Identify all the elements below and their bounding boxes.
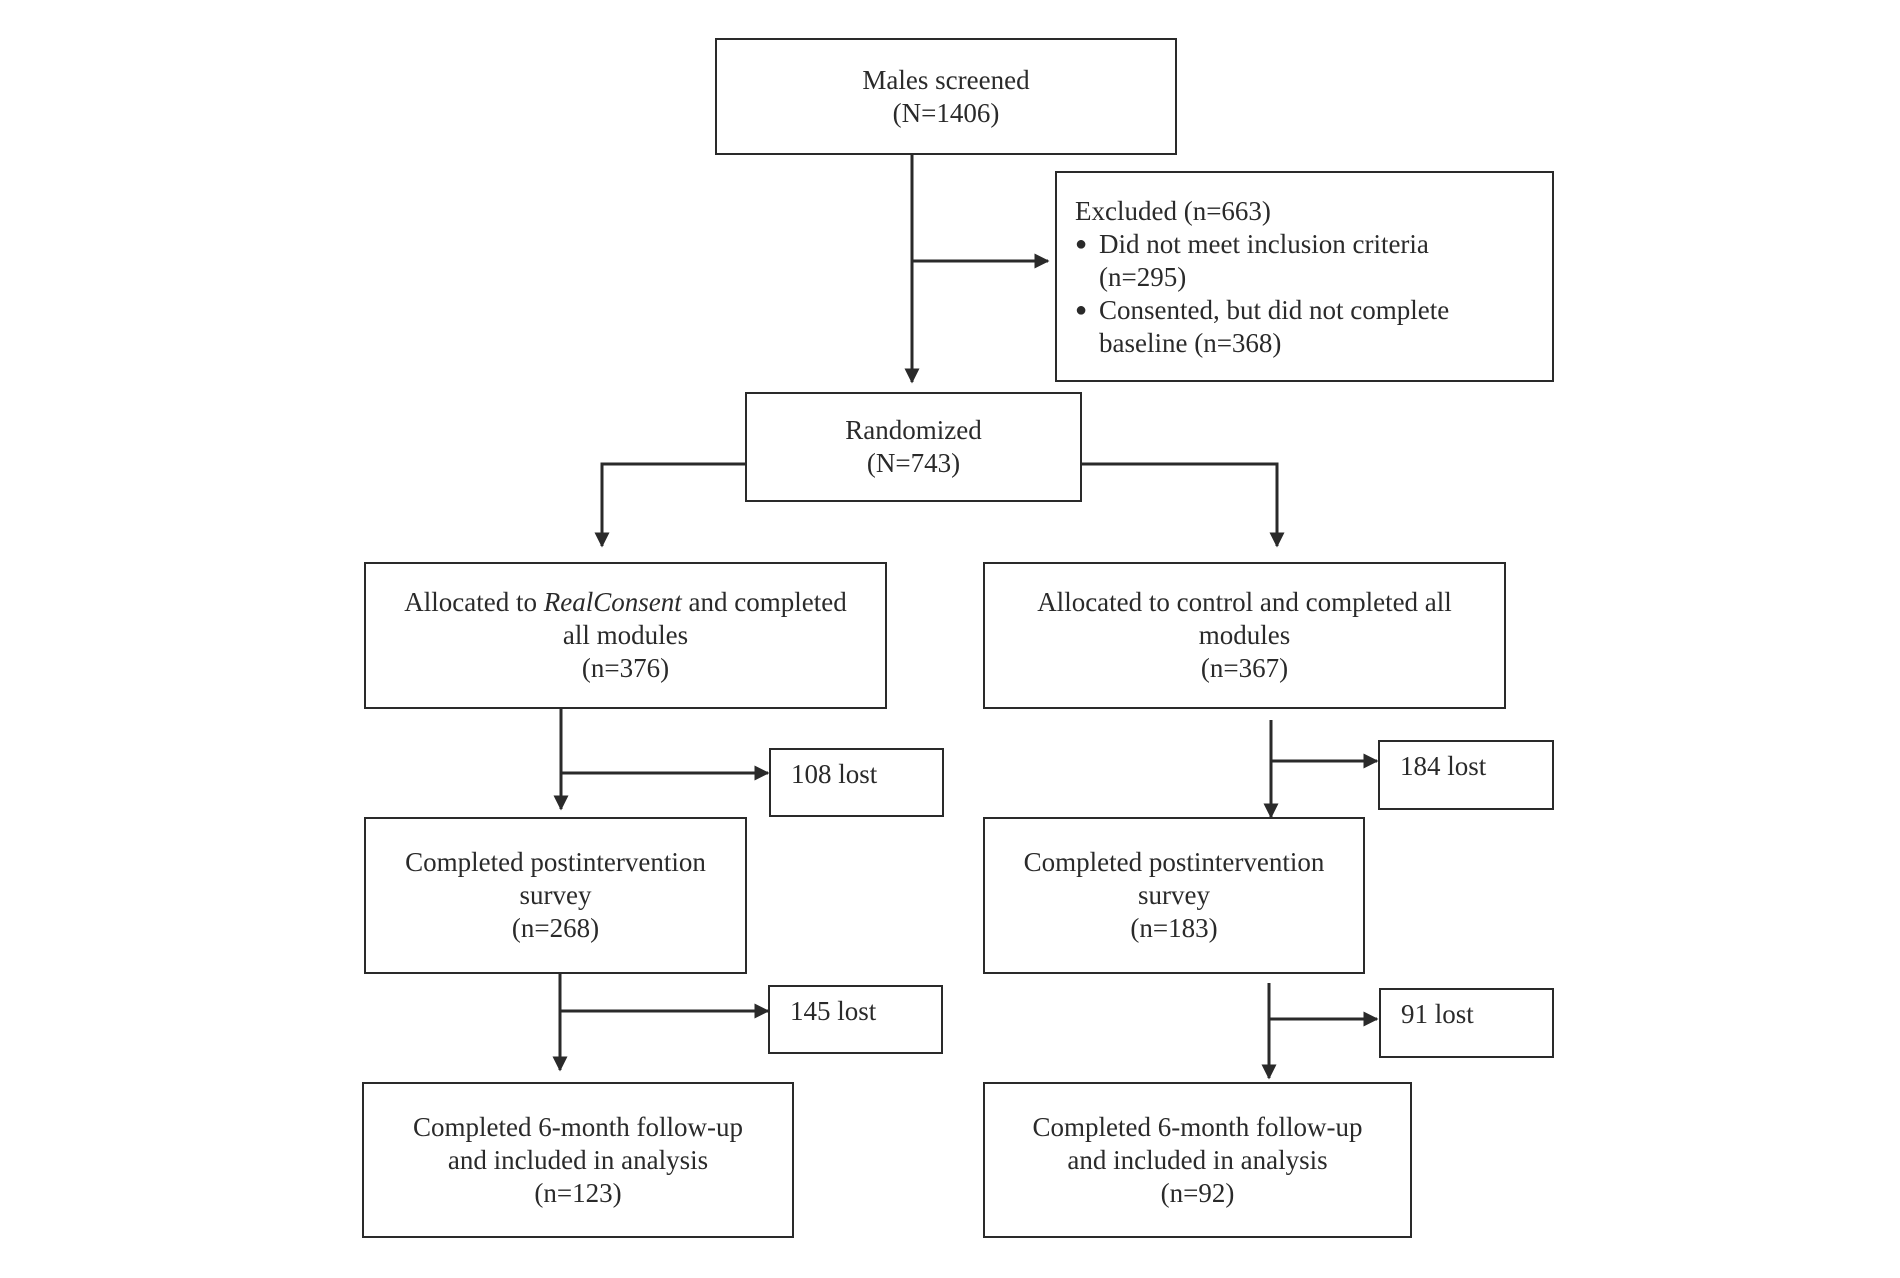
- screened-count: (N=1406): [892, 97, 1000, 128]
- bullet-icon: ●: [1075, 233, 1088, 255]
- intervention-followup-count: (n=123): [534, 1177, 622, 1208]
- excluded-box: Excluded (n=663) ● Did not meet inclusio…: [1055, 171, 1554, 382]
- control-followup-count: (n=92): [1160, 1177, 1235, 1208]
- intervention-allocated-line1: Allocated to RealConsent and completed: [404, 587, 847, 617]
- control-post-box: Completed postintervention survey (n=183…: [983, 817, 1365, 974]
- randomized-label: Randomized: [845, 415, 982, 445]
- intervention-allocated-line2: all modules: [562, 620, 689, 650]
- excluded-title: Excluded (n=663): [1075, 196, 1271, 226]
- arrow-to-intervention: [594, 462, 745, 548]
- intervention-post-line2: survey: [519, 880, 592, 910]
- control-allocated-line2: modules: [1198, 620, 1291, 650]
- arrow-to-control: [1081, 462, 1285, 548]
- control-followup-box: Completed 6-month follow-up and included…: [983, 1082, 1412, 1238]
- intervention-post-count: (n=268): [511, 913, 600, 943]
- control-post-count: (n=183): [1130, 913, 1218, 943]
- intervention-allocated-count: (n=376): [581, 653, 670, 683]
- intervention-followup-line2: and included in analysis: [447, 1144, 709, 1175]
- randomized-count: (N=743): [866, 448, 961, 478]
- control-lost-followup-label: 91 lost: [1401, 999, 1474, 1029]
- intervention-followup-box: Completed 6-month follow-up and included…: [362, 1082, 794, 1238]
- control-post-line2: survey: [1138, 880, 1210, 910]
- control-allocated-line1: Allocated to control and completed all: [1037, 587, 1452, 617]
- intervention-allocated-box: Allocated to RealConsent and completed a…: [364, 562, 887, 709]
- bullet-icon: ●: [1075, 299, 1088, 321]
- excluded-item-count: baseline (n=368): [1099, 328, 1282, 358]
- intervention-lost-post-label: 108 lost: [791, 759, 878, 789]
- control-lost-followup-box: 91 lost: [1379, 988, 1554, 1058]
- randomized-box: Randomized (N=743): [745, 392, 1082, 502]
- excluded-item-text: Did not meet inclusion criteria: [1099, 229, 1429, 259]
- intervention-lost-post-box: 108 lost: [769, 748, 944, 817]
- intervention-lost-followup-box: 145 lost: [768, 985, 943, 1054]
- control-lost-post-box: 184 lost: [1378, 740, 1554, 810]
- program-name: RealConsent: [543, 587, 682, 617]
- excluded-item: ● Consented, but did not complete baseli…: [1075, 294, 1449, 360]
- screened-label: Males screened: [862, 64, 1030, 95]
- control-followup-line1: Completed 6-month follow-up: [1032, 1111, 1363, 1142]
- control-allocated-count: (n=367): [1200, 653, 1289, 683]
- control-post-line1: Completed postintervention: [1023, 847, 1325, 877]
- control-followup-line2: and included in analysis: [1067, 1144, 1328, 1175]
- excluded-item: ● Did not meet inclusion criteria (n=295…: [1075, 228, 1429, 294]
- control-lost-post-label: 184 lost: [1400, 751, 1487, 781]
- screened-box: Males screened (N=1406): [715, 38, 1177, 155]
- excluded-item-text: Consented, but did not complete: [1099, 295, 1450, 325]
- intervention-post-box: Completed postintervention survey (n=268…: [364, 817, 747, 974]
- control-allocated-box: Allocated to control and completed all m…: [983, 562, 1506, 709]
- intervention-post-line1: Completed postintervention: [405, 847, 706, 877]
- excluded-item-count: (n=295): [1099, 262, 1187, 292]
- intervention-lost-followup-label: 145 lost: [790, 996, 877, 1026]
- intervention-followup-line1: Completed 6-month follow-up: [413, 1111, 743, 1142]
